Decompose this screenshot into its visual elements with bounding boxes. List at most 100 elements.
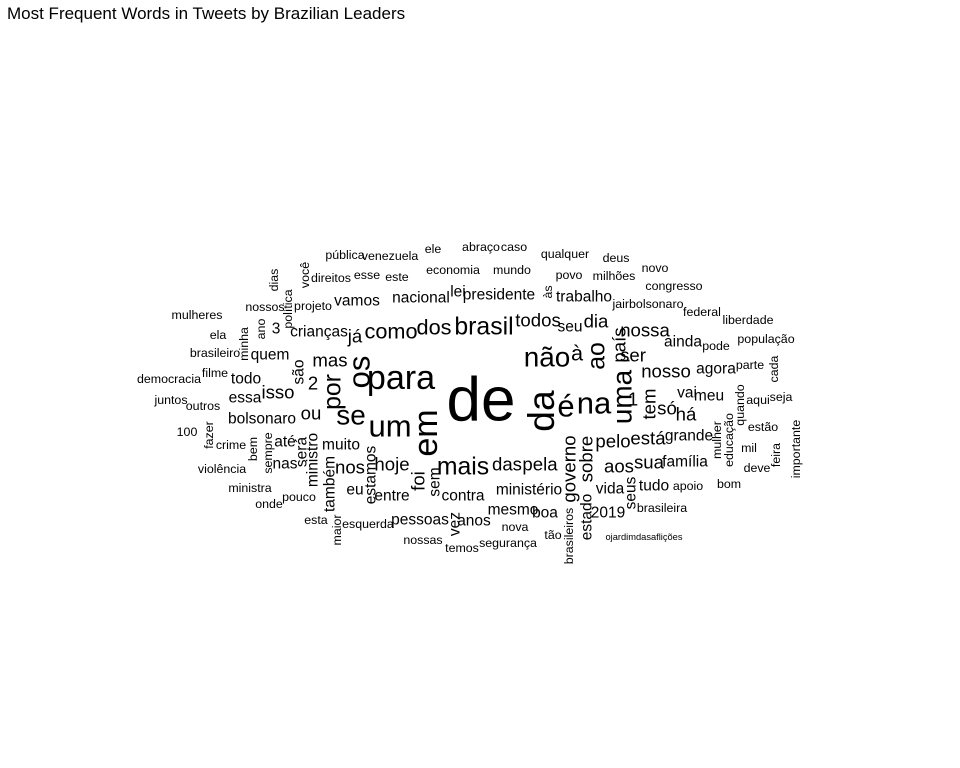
word: isso xyxy=(261,382,294,403)
word: estão xyxy=(748,420,778,434)
word: onde xyxy=(255,497,283,511)
word: mulheres xyxy=(172,308,223,322)
chart-title: Most Frequent Words in Tweets by Brazili… xyxy=(7,4,406,23)
word: brasileira xyxy=(637,501,687,515)
word: presidente xyxy=(463,287,535,304)
word: mesmo xyxy=(488,502,539,519)
word: nova xyxy=(502,520,529,534)
word: quando xyxy=(733,384,747,425)
word: estado xyxy=(579,494,596,541)
word: nacional xyxy=(392,290,450,307)
word: mulher xyxy=(710,421,724,459)
word: qualquer xyxy=(541,247,589,261)
word: feira xyxy=(769,443,783,467)
word: milhões xyxy=(593,269,636,283)
word: sua xyxy=(634,452,665,473)
word: tão xyxy=(544,528,561,542)
word: mundo xyxy=(493,263,531,277)
word: na xyxy=(577,386,612,421)
word: nosso xyxy=(641,361,691,382)
word: eu xyxy=(346,482,363,499)
word: em xyxy=(407,409,445,456)
word: à xyxy=(571,341,584,366)
word: juntos xyxy=(153,393,187,407)
word: liberdade xyxy=(723,313,774,327)
word: projeto xyxy=(294,299,332,313)
word: 100 xyxy=(177,425,198,439)
word: 2019 xyxy=(591,505,625,522)
word: crime xyxy=(216,438,246,452)
word: pessoas xyxy=(391,512,449,529)
word: vez xyxy=(447,512,464,536)
word: educação xyxy=(722,413,736,467)
word: brasil xyxy=(454,314,513,341)
word: dias xyxy=(267,269,281,292)
word: um xyxy=(368,409,411,444)
word: vai xyxy=(677,385,697,402)
word: lei xyxy=(450,284,466,301)
word: só xyxy=(657,398,677,419)
word: pública xyxy=(325,248,364,262)
word: apoio xyxy=(673,479,703,493)
word: 2 xyxy=(308,373,318,394)
word: sobre xyxy=(576,436,597,483)
word: nossos xyxy=(245,300,284,314)
word: esquerda xyxy=(342,517,394,531)
word: nos xyxy=(335,457,365,478)
word: bem xyxy=(246,437,260,461)
word: essa xyxy=(229,390,262,407)
word: para xyxy=(367,359,435,397)
word: há xyxy=(676,404,697,425)
word: bolsonaro xyxy=(228,411,296,428)
word: estamos xyxy=(363,445,380,504)
word: por xyxy=(320,374,347,410)
word: ojardimdasaflições xyxy=(606,532,683,542)
word: segurança xyxy=(479,536,537,550)
word: dia xyxy=(584,311,609,332)
word: vamos xyxy=(334,293,380,310)
word: muito xyxy=(322,437,360,454)
word: 1 xyxy=(628,389,638,410)
word: até xyxy=(274,434,296,451)
word: meu xyxy=(694,388,724,405)
word: seus xyxy=(623,476,640,509)
word: violência xyxy=(198,462,246,476)
word: sempre xyxy=(261,432,275,473)
word: filme xyxy=(202,366,228,380)
word: ainda xyxy=(664,334,702,351)
word: bom xyxy=(717,477,741,491)
word: vida xyxy=(596,481,625,498)
word: brasileiros xyxy=(562,508,576,564)
word: de xyxy=(447,366,516,435)
word: das xyxy=(492,454,522,475)
word: crianças xyxy=(290,324,348,341)
word: caso xyxy=(501,240,527,254)
word: esta xyxy=(304,513,328,527)
word: hoje xyxy=(374,454,409,475)
word: maior xyxy=(330,515,344,546)
word: contra xyxy=(441,488,484,505)
word: todo xyxy=(231,371,261,388)
word: seu xyxy=(558,319,583,336)
word: você xyxy=(298,262,312,288)
word: mais xyxy=(437,454,489,481)
word: federal xyxy=(683,305,721,319)
word: cada xyxy=(767,355,781,382)
word: abraço xyxy=(462,240,500,254)
word: anos xyxy=(457,513,491,530)
word: esse xyxy=(354,268,380,282)
word: os xyxy=(342,356,377,389)
word: se xyxy=(336,400,365,431)
word: foi xyxy=(408,471,429,491)
word: ministra xyxy=(228,481,271,495)
word: ou xyxy=(301,403,322,424)
word: todos xyxy=(515,310,561,331)
word: dos xyxy=(417,315,452,340)
word: jairbolsonaro xyxy=(612,297,684,311)
word: outros xyxy=(186,399,220,413)
word: grande xyxy=(665,428,713,445)
word: está xyxy=(630,428,666,449)
word: às xyxy=(541,285,555,298)
word: ano xyxy=(254,319,268,340)
word: novo xyxy=(642,261,669,275)
